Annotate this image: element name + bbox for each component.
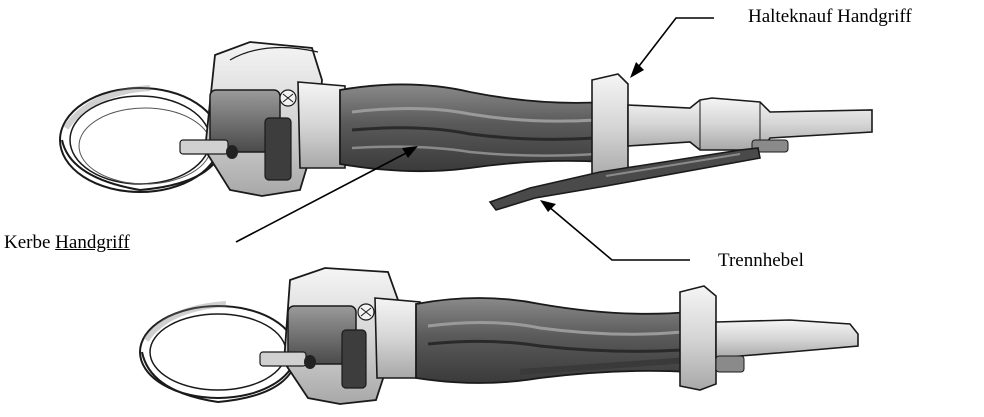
shaft-top [627,97,873,153]
gear-head-top [179,41,323,197]
grip-bottom [415,297,691,384]
label-kerbe: Kerbe Handgriff [4,232,130,254]
collar-bottom [374,297,421,379]
arrowhead-halteknauf [630,62,644,78]
label-halteknauf: Halteknauf Handgriff [748,6,912,27]
callout-trennhebel [547,205,690,261]
trennhebel-top [488,147,761,211]
callout-halteknauf [635,17,714,71]
gear-head-bottom [259,267,399,405]
label-trennhebel: Trennhebel [718,250,804,271]
grip-top [339,83,606,173]
halteknauf-top [591,73,629,181]
arrowhead-kerbe [402,146,418,158]
label-kerbe-underlined: Handgriff [55,232,130,253]
collar-top [297,81,346,169]
tool-bottom [139,267,859,405]
halteknauf-bottom [679,285,717,391]
arrowhead-trennhebel [540,200,556,212]
shaft-bottom [715,319,859,373]
label-kerbe-prefix: Kerbe [4,232,51,253]
callout-lines [235,17,714,261]
guard-ring-top [59,85,223,193]
tool-top [59,41,873,211]
callout-kerbe [235,149,413,243]
